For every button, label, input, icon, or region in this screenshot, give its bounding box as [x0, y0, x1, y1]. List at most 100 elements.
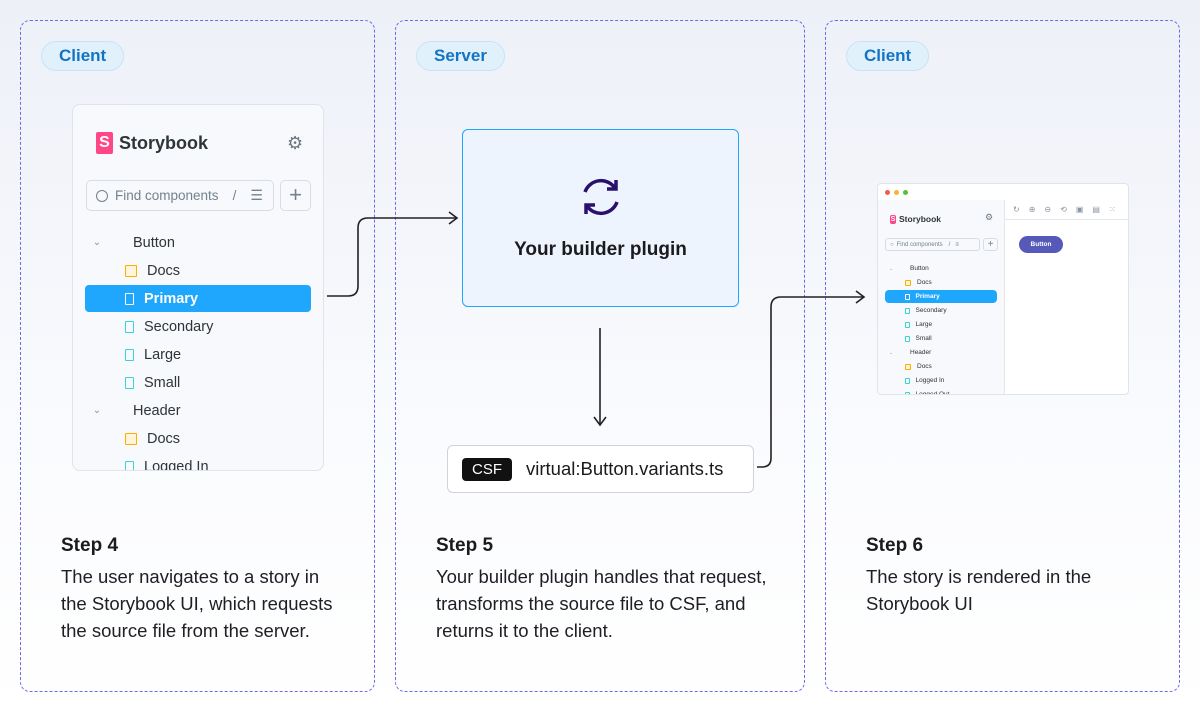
- step-text: Your builder plugin handles that request…: [436, 566, 767, 641]
- settings-gear-icon[interactable]: ⚙: [287, 133, 304, 153]
- tree-item-doc[interactable]: Docs: [885, 360, 997, 373]
- tree-item-label: Docs: [917, 279, 932, 286]
- client-panel-left: Client Step 4 The user navigates to a sto…: [20, 20, 375, 692]
- csf-file-box: CSF virtual:Button.variants.ts: [447, 445, 754, 493]
- document-icon: [125, 264, 137, 277]
- client-panel-right: Client Step 6 The story is rendered in th…: [825, 20, 1180, 692]
- step-6: Step 6 The story is rendered in the Story…: [866, 535, 1149, 617]
- bookmark-icon: [905, 307, 910, 314]
- tree-item-story[interactable]: Small: [85, 369, 311, 396]
- tree-item-story[interactable]: Primary: [85, 285, 311, 312]
- reload-icon[interactable]: ↻: [1013, 205, 1020, 214]
- bookmark-icon: [905, 321, 910, 328]
- component-icon: [898, 266, 904, 272]
- csf-filename: virtual:Button.variants.ts: [526, 458, 724, 479]
- chevron-down-icon[interactable]: ⌄: [92, 237, 102, 248]
- search-shortcut: /: [232, 188, 237, 203]
- filter-icon[interactable]: ☰: [250, 187, 263, 203]
- step-text: The user navigates to a story in the Sto…: [61, 566, 333, 641]
- client-badge: Client: [846, 41, 930, 71]
- preview-toolbar: ↻ ⊕ ⊖ ⟲ ▣ ▤ ⁙: [1005, 200, 1128, 220]
- tree-item-doc[interactable]: Docs: [85, 257, 311, 284]
- tree-item-label: Secondary: [915, 307, 947, 314]
- maximize-dot: [903, 189, 908, 195]
- bookmark-icon: [905, 391, 910, 394]
- background-icon[interactable]: ▣: [1075, 205, 1084, 214]
- document-icon: [905, 363, 911, 370]
- add-button[interactable]: +: [280, 180, 311, 211]
- mini-search-icon: ○: [890, 241, 894, 248]
- tree-item-label: Primary: [915, 293, 940, 300]
- tree-item-doc[interactable]: Docs: [885, 276, 997, 289]
- document-icon: [125, 432, 137, 445]
- tree-item-story[interactable]: Large: [885, 318, 997, 331]
- search-icon: [96, 189, 108, 202]
- tree-item-component[interactable]: ⌄ Button: [885, 262, 997, 275]
- tree-item-story[interactable]: Logged In: [885, 374, 997, 387]
- chevron-down-icon[interactable]: ⌄: [889, 349, 893, 355]
- chevron-down-icon[interactable]: ⌄: [92, 405, 102, 416]
- builder-title: Your builder plugin: [514, 239, 687, 260]
- bookmark-icon: [905, 335, 910, 342]
- mini-sidebar: S Storybook ⚙ ○ Find components / ≡ + ⌄ B…: [878, 200, 1005, 395]
- tree-item-story[interactable]: Small: [885, 332, 997, 345]
- viewport-icon[interactable]: ▤: [1092, 205, 1100, 214]
- tree-item-label: Header: [133, 402, 181, 419]
- zoom-out-icon[interactable]: ⊖: [1044, 205, 1052, 214]
- client-badge: Client: [41, 41, 125, 71]
- tree-item-story[interactable]: Large: [85, 341, 311, 368]
- tree-item-label: Button: [910, 265, 929, 272]
- preview-button[interactable]: Button: [1019, 236, 1063, 253]
- grid-icon[interactable]: ⁙: [1108, 205, 1116, 214]
- mini-brand: Storybook: [899, 214, 942, 224]
- bookmark-icon: [125, 320, 134, 333]
- mini-storybook-logo: S Storybook: [890, 214, 941, 224]
- window-titlebar: [878, 184, 1128, 200]
- component-icon: [111, 405, 123, 417]
- tree-item-story[interactable]: Logged Out: [885, 388, 997, 395]
- tree-item-component[interactable]: ⌄ Button: [85, 229, 311, 256]
- close-dot: [885, 189, 890, 195]
- tree-item-label: Docs: [147, 262, 181, 279]
- tree-item-story[interactable]: Logged In: [85, 453, 311, 470]
- tree-item-story[interactable]: Secondary: [885, 304, 997, 317]
- mini-gear-icon[interactable]: ⚙: [985, 212, 994, 222]
- mini-shortcut: /: [948, 241, 951, 248]
- server-badge: Server: [416, 41, 505, 71]
- bookmark-icon: [125, 376, 134, 389]
- tree-item-label: Secondary: [144, 318, 214, 335]
- storybook-preview-window: S Storybook ⚙ ○ Find components / ≡ + ⌄ B…: [877, 183, 1129, 395]
- server-panel: Server Step 5 Your builder plugin handles…: [395, 20, 805, 692]
- refresh-icon: [583, 178, 619, 216]
- tree-item-component[interactable]: ⌄Header: [885, 346, 997, 359]
- step-5: Step 5 Your builder plugin handles that r…: [436, 535, 774, 644]
- document-icon: [905, 279, 911, 286]
- bookmark-icon: [905, 377, 910, 384]
- mini-search-input[interactable]: ○ Find components / ≡: [885, 238, 980, 251]
- tree-item-doc[interactable]: Docs: [85, 425, 311, 452]
- tree-item-label: Logged Out: [915, 391, 950, 395]
- mini-add-button[interactable]: +: [983, 238, 998, 251]
- csf-tag: CSF: [462, 457, 512, 481]
- brand-name: Storybook: [119, 132, 209, 153]
- mini-search-placeholder: Find components: [896, 241, 943, 248]
- tree-item-label: Button: [133, 234, 175, 251]
- step-title: Step 4: [61, 535, 119, 556]
- step-title: Step 6: [866, 535, 924, 556]
- mini-filter-icon[interactable]: ≡: [955, 241, 959, 248]
- zoom-reset-icon[interactable]: ⟲: [1060, 205, 1067, 214]
- step-text: The story is rendered in the Storybook U…: [866, 566, 1092, 614]
- bookmark-icon: [125, 292, 134, 305]
- search-input[interactable]: Find components / ☰: [86, 180, 274, 211]
- builder-plugin-box: Your builder plugin: [462, 129, 739, 307]
- tree-item-label: Primary: [144, 290, 199, 307]
- zoom-in-icon[interactable]: ⊕: [1028, 205, 1036, 214]
- tree-item-label: Docs: [917, 363, 932, 370]
- tree-item-story[interactable]: Primary: [885, 290, 997, 303]
- chevron-down-icon[interactable]: ⌄: [889, 265, 893, 271]
- tree-item-label: Small: [144, 374, 181, 391]
- tree-item-component[interactable]: ⌄ Header: [85, 397, 311, 424]
- tree-item-story[interactable]: Secondary: [85, 313, 311, 340]
- tree-item-label: Logged In: [915, 377, 945, 384]
- step-title: Step 5: [436, 535, 494, 556]
